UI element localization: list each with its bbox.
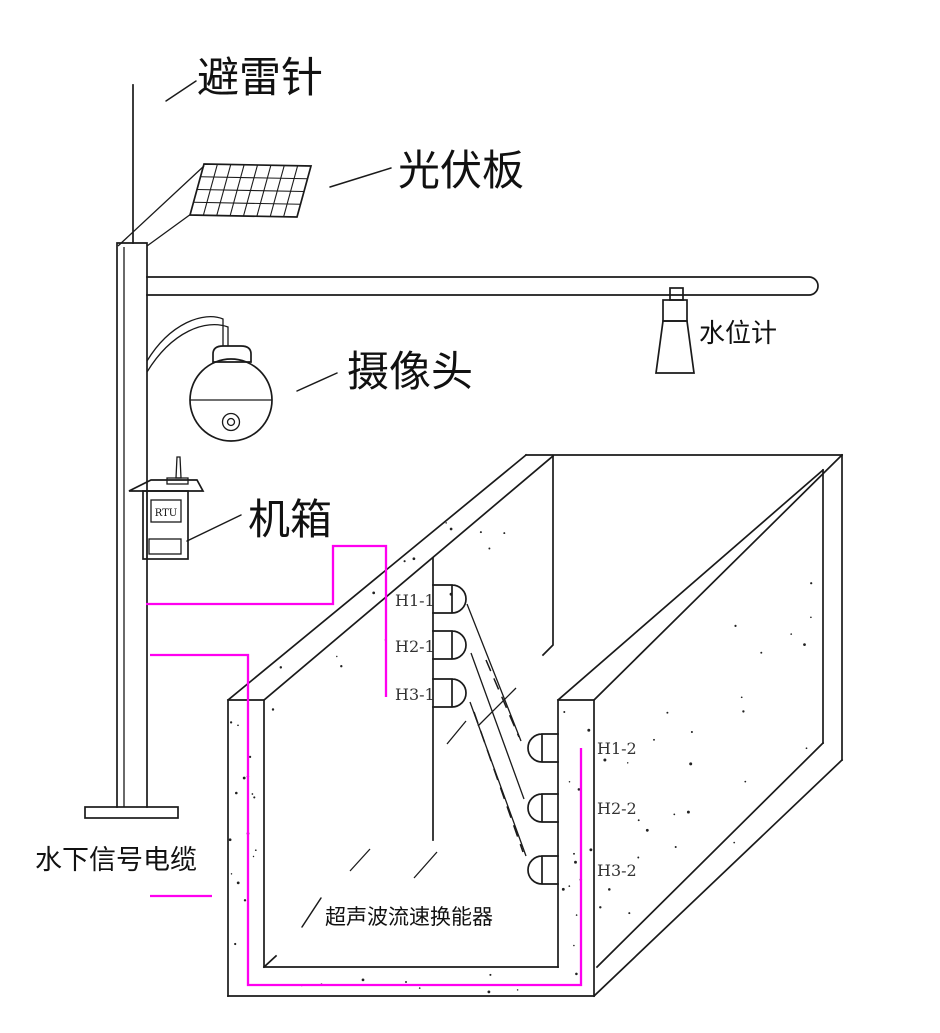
signal-cables — [146, 544, 583, 987]
acoustic-path-2 — [470, 652, 525, 800]
arm-tube — [146, 276, 819, 296]
channel-near-left-wall — [227, 699, 265, 997]
underwater-cable-label: 水下信号电缆 — [35, 845, 197, 876]
transducer-h1-2 — [527, 733, 559, 763]
gauge-cone — [655, 320, 695, 374]
concrete-speckles — [228, 522, 813, 994]
flow-transducer-label: 超声波流速换能器 — [325, 905, 493, 929]
transducer-h1-1 — [432, 584, 467, 614]
flow-transducer-leader — [301, 897, 322, 928]
flow-mark — [446, 720, 467, 745]
transducer-h2-2 — [527, 793, 559, 823]
cabinet-box — [142, 490, 189, 560]
channel-near-right-wall — [557, 699, 595, 997]
cabinet-antenna-base — [166, 477, 189, 485]
channel-right-wall-bottom-edges — [592, 741, 844, 998]
cabinet-leader — [186, 514, 242, 542]
gauge-mount — [669, 287, 684, 301]
text-labels: 避雷针 光伏板 摄像头 机箱 水位计 水下信号电缆 超声波流速换能器 H1-1 … — [35, 53, 777, 929]
gauge-body — [662, 299, 688, 322]
transducer-label-h2-2: H2-2 — [597, 799, 637, 818]
transducer-h2-1 — [432, 630, 467, 660]
camera-leader — [296, 372, 338, 392]
rtu-signal-cable — [146, 544, 388, 697]
flow-mark — [349, 848, 371, 872]
cabinet-door — [148, 538, 182, 555]
cabinet-label: 机箱 — [248, 495, 332, 544]
camera-gooseneck — [146, 316, 229, 373]
channel-group — [226, 453, 844, 998]
callout-leaders — [165, 80, 392, 928]
transducer-label-h3-2: H3-2 — [597, 861, 637, 880]
acoustic-path-1 — [466, 603, 522, 742]
transducers-left — [432, 584, 467, 708]
transducer-label-h1-2: H1-2 — [597, 739, 637, 758]
camera-label: 摄像头 — [347, 347, 473, 396]
pole-base-plate — [84, 806, 179, 819]
lightning-rod-leader — [165, 80, 197, 102]
water-level-gauge-label: 水位计 — [699, 319, 777, 349]
camera-lens — [221, 412, 241, 432]
flow-marks — [349, 720, 467, 879]
solar-panel-label: 光伏板 — [398, 146, 524, 195]
solar-panel-leader — [329, 167, 392, 188]
transducer-label-h3-1: H3-1 — [395, 685, 435, 704]
camera-group — [146, 316, 273, 442]
solar-panel-struts — [117, 165, 205, 247]
rtu-text: RTU — [155, 508, 177, 519]
solar-panel-frame — [188, 163, 313, 218]
channel-left-wall-top-edges — [226, 453, 555, 702]
cabinet-roof — [128, 479, 205, 492]
transducers-right — [527, 733, 559, 885]
acoustic-path-dashed-2 — [473, 711, 524, 853]
camera-lens-pupil — [226, 417, 236, 427]
acoustic-paths — [466, 603, 527, 857]
acoustic-cross-stroke — [477, 687, 517, 727]
transducer-label-h1-1: H1-1 — [395, 591, 435, 610]
channel-left-wall-far-edge — [541, 455, 554, 657]
pole-group — [84, 84, 205, 819]
solar-panel — [188, 163, 313, 218]
flow-mark — [413, 851, 438, 879]
transducer-h3-1 — [432, 678, 467, 708]
solar-panel-grid — [193, 164, 308, 217]
cabinet-group: RTU — [128, 456, 205, 560]
transducer-h3-2 — [527, 855, 559, 885]
rtu-panel — [150, 499, 182, 523]
water-level-gauge — [655, 287, 695, 374]
transducer-label-h2-1: H2-1 — [395, 637, 435, 656]
channel-right-wall-far-edge — [822, 454, 843, 761]
channel-right-wall-top-edges — [556, 453, 844, 702]
cross-arm — [146, 276, 819, 296]
acoustic-path-dashed-1 — [485, 659, 520, 738]
lightning-rod-label: 避雷针 — [197, 53, 323, 102]
channel-bottom — [227, 954, 595, 997]
pole-outline — [116, 242, 148, 808]
underwater-signal-cable — [150, 653, 583, 987]
cabinet-antenna — [175, 456, 182, 479]
